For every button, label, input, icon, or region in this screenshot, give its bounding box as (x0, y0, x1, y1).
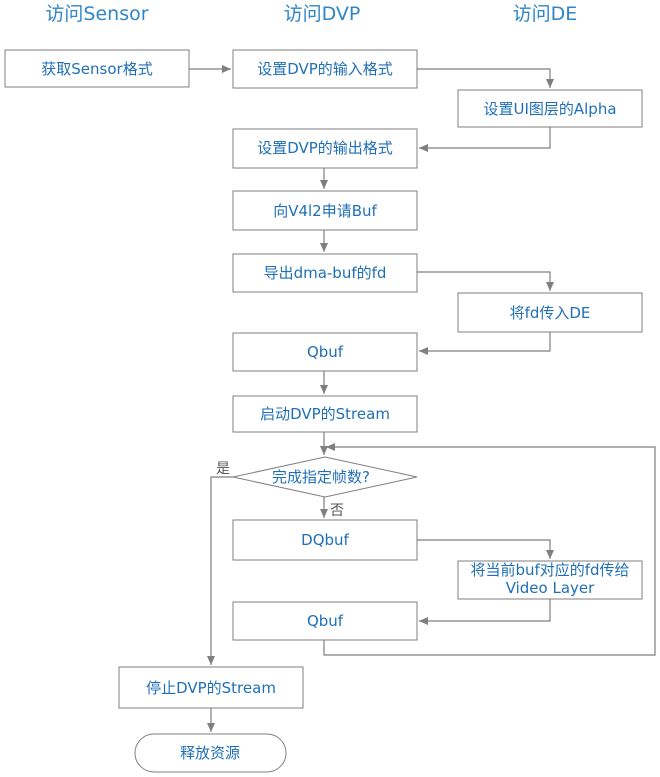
edge-video-to-qbuf2 (419, 599, 551, 625)
node-start-stream: 启动DVP的Stream (232, 395, 418, 433)
node-box (232, 190, 418, 231)
node-label: Qbuf (307, 612, 344, 630)
node-label: 设置DVP的输入格式 (257, 60, 393, 78)
node-decision: 完成指定帧数? (232, 456, 418, 498)
node-dqbuf: DQbuf (232, 519, 418, 561)
node-set-dvp-input: 设置DVP的输入格式 (232, 49, 418, 89)
edge-label-yes: 是 (216, 461, 230, 477)
node-label: Qbuf (307, 343, 344, 361)
node-label-line1: 将当前buf对应的fd传给 (470, 561, 629, 579)
node-label: 设置DVP的输出格式 (257, 139, 393, 157)
node-label: DQbuf (301, 531, 349, 549)
node-box (232, 253, 418, 293)
node-label: 完成指定帧数? (272, 468, 370, 486)
node-stop-stream: 停止DVP的Stream (118, 666, 304, 709)
node-box (232, 519, 418, 561)
edge-alpha-to-dvp-output (419, 127, 551, 152)
node-request-buf: 向V4l2申请Buf (232, 190, 418, 231)
node-label: 将fd传入DE (510, 304, 591, 322)
node-box (232, 128, 418, 169)
node-box (232, 49, 418, 89)
column-header-dvp: 访问DVP (284, 3, 361, 25)
node-box (457, 292, 643, 333)
terminal-box (134, 733, 287, 773)
node-label: 设置UI图层的Alpha (483, 100, 616, 118)
decision-diamond (232, 456, 418, 498)
edge-dqbuf-to-video (417, 539, 554, 559)
connectors (189, 65, 656, 732)
node-qbuf-1: Qbuf (232, 332, 418, 372)
edge-decision-yes (207, 476, 233, 665)
node-label: 导出dma-buf的fd (264, 264, 387, 282)
node-label: 停止DVP的Stream (146, 679, 276, 697)
node-export-dmabuf: 导出dma-buf的fd (232, 253, 418, 293)
node-pass-fd-video-layer: 将当前buf对应的fd传给 Video Layer (457, 560, 643, 600)
node-box (232, 601, 418, 641)
node-box (4, 49, 190, 88)
node-label: 启动DVP的Stream (260, 405, 390, 423)
edge-de-to-qbuf (419, 332, 551, 355)
edge-dvp-input-to-alpha (417, 68, 554, 88)
edge-label-no: 否 (330, 503, 344, 519)
node-box (457, 89, 643, 128)
node-box (118, 666, 304, 709)
node-set-dvp-output: 设置DVP的输出格式 (232, 128, 418, 169)
node-box (232, 395, 418, 433)
node-label: 释放资源 (180, 744, 240, 762)
node-get-sensor-format: 获取Sensor格式 (4, 49, 190, 88)
node-qbuf-2: Qbuf (232, 601, 418, 641)
edge-loop-back (323, 443, 656, 656)
node-box (232, 332, 418, 372)
node-box (457, 560, 643, 600)
edge-export-to-de (417, 271, 554, 291)
node-set-ui-alpha: 设置UI图层的Alpha (457, 89, 643, 128)
node-release: 释放资源 (134, 733, 287, 773)
column-header-sensor: 访问Sensor (45, 3, 148, 25)
node-label-line2: Video Layer (506, 579, 595, 597)
node-pass-fd-de: 将fd传入DE (457, 292, 643, 333)
node-label: 获取Sensor格式 (41, 60, 152, 78)
column-header-de: 访问DE (513, 3, 578, 25)
node-label: 向V4l2申请Buf (273, 202, 377, 220)
